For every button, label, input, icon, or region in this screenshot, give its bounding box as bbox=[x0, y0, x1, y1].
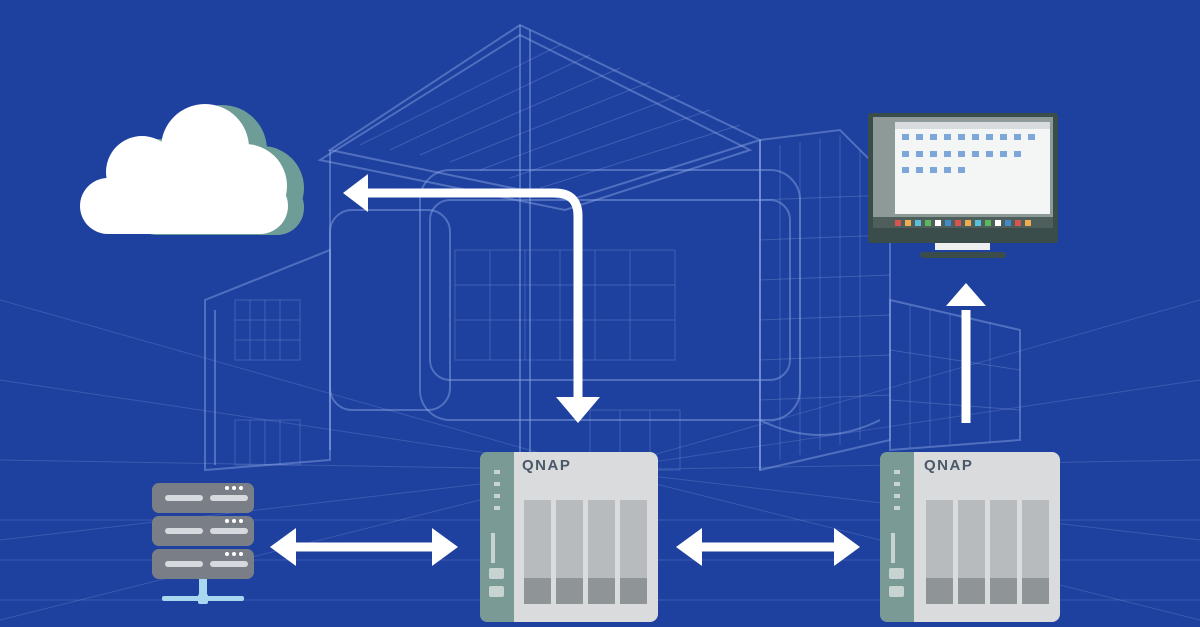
cloud-icon bbox=[80, 104, 304, 235]
nas-secondary-brand: QNAP bbox=[924, 457, 973, 474]
server-slots bbox=[165, 495, 248, 567]
monitor-dock bbox=[873, 217, 1053, 228]
network-stand bbox=[162, 579, 244, 604]
nas-primary: QNAP bbox=[480, 452, 658, 622]
desktop-monitor-icon bbox=[868, 113, 1058, 258]
arrows bbox=[270, 174, 986, 566]
file-icons bbox=[902, 134, 1035, 173]
server-stack-icon bbox=[152, 483, 254, 604]
arrow-nas-primary-cloud bbox=[343, 174, 600, 423]
nas-front-panel bbox=[480, 452, 514, 622]
nas-primary-brand: QNAP bbox=[522, 457, 571, 474]
monitor-base bbox=[920, 252, 1006, 258]
arrow-nas-secondary-monitor bbox=[946, 283, 986, 423]
nas-front-panel bbox=[880, 452, 914, 622]
dock-icons bbox=[895, 220, 1031, 226]
nas-secondary: QNAP bbox=[880, 452, 1060, 622]
cloud-body bbox=[80, 104, 288, 234]
server-leds bbox=[225, 486, 243, 556]
arrow-server-nas-primary bbox=[270, 528, 458, 566]
arrow-nas-primary-nas-secondary bbox=[676, 528, 860, 566]
monitor-neck bbox=[935, 243, 990, 250]
